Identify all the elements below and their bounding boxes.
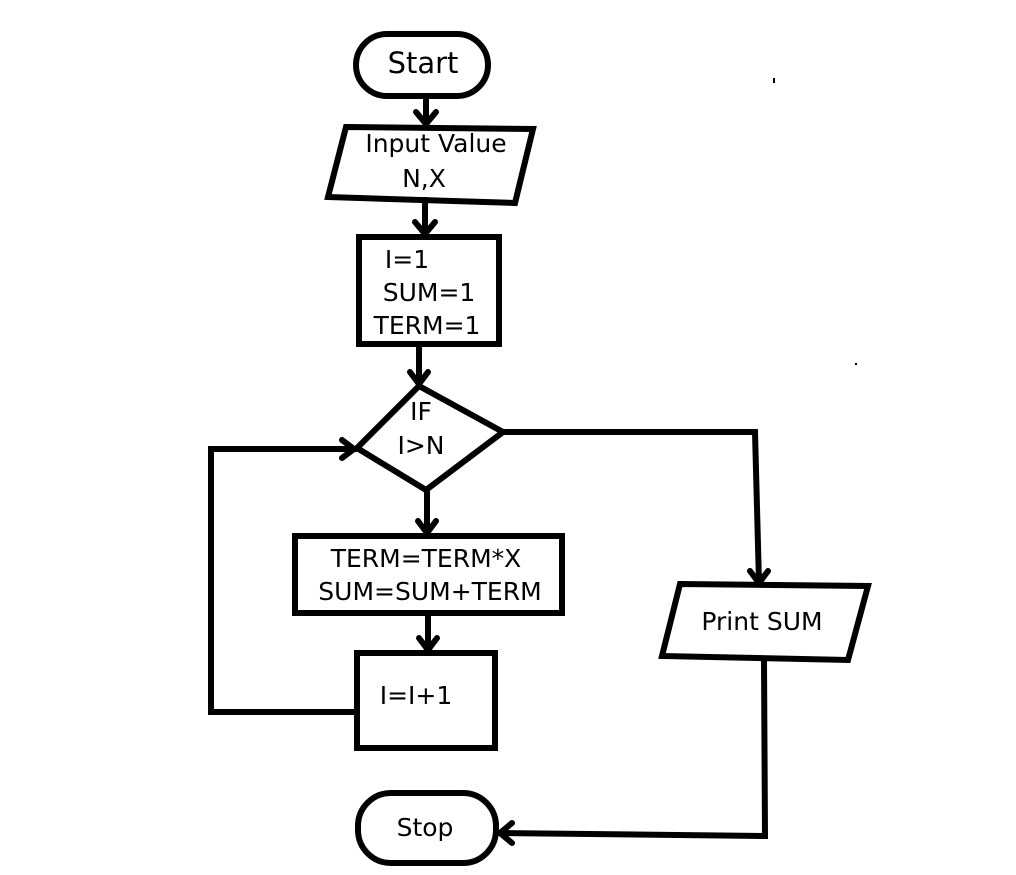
print-label: Print SUM xyxy=(701,607,822,636)
stray-mark xyxy=(855,363,857,365)
init-label-line-3: TERM=1 xyxy=(373,311,481,340)
compute-label-line-1: TERM=TERM*X xyxy=(330,544,522,573)
edge-increment-to-decision xyxy=(208,437,360,715)
input-label-line-1: Input Value xyxy=(365,129,506,158)
edge-init-to-decision xyxy=(407,341,431,387)
edge-print-to-stop xyxy=(496,657,769,846)
start-node: Start xyxy=(353,31,491,99)
decision-label-line-1: IF xyxy=(410,397,432,426)
input-node: Input Value N,X xyxy=(324,123,537,207)
loop-connector-line xyxy=(208,446,360,715)
connector-line xyxy=(496,657,769,840)
connector-line xyxy=(500,429,763,587)
stop-label: Stop xyxy=(397,813,454,842)
arrowhead-icon xyxy=(413,109,439,127)
start-terminator-shape xyxy=(353,31,491,99)
stop-terminator-shape xyxy=(355,790,499,866)
compute-label-line-2: SUM=SUM+TERM xyxy=(318,577,541,606)
stop-node: Stop xyxy=(355,790,499,866)
input-parallelogram-shape xyxy=(324,123,537,207)
decision-node: IF I>N xyxy=(352,382,509,494)
arrowhead-icon xyxy=(497,820,515,846)
edge-compute-to-increment xyxy=(416,610,440,653)
decision-label-line-2: I>N xyxy=(397,431,444,460)
input-label-line-2: N,X xyxy=(402,164,446,193)
print-node: Print SUM xyxy=(658,580,872,664)
start-label: Start xyxy=(388,46,459,80)
edge-input-to-init xyxy=(412,197,438,237)
init-node: I=1 SUM=1 TERM=1 xyxy=(356,234,502,347)
print-parallelogram-shape xyxy=(658,580,872,664)
increment-process-shape xyxy=(354,650,498,751)
compute-node: TERM=TERM*X SUM=SUM+TERM xyxy=(292,533,565,616)
init-label-line-1: I=1 xyxy=(385,245,429,274)
stray-mark xyxy=(773,78,775,83)
edge-decision-to-compute xyxy=(415,487,439,536)
increment-label: I=I+1 xyxy=(380,681,453,710)
arrowhead-icon xyxy=(339,437,357,461)
edge-start-to-input xyxy=(413,93,439,127)
init-label-line-2: SUM=1 xyxy=(383,278,476,307)
increment-node: I=I+1 xyxy=(354,650,498,751)
init-process-shape xyxy=(356,234,502,347)
